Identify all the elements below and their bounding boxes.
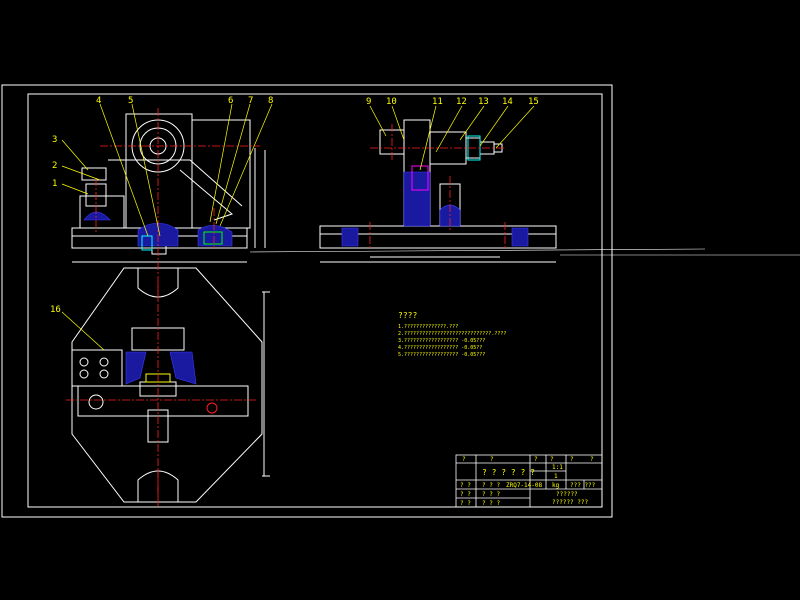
balloon-4: 4 [96, 96, 101, 106]
title-block [455, 454, 603, 508]
balloon-13: 13 [478, 97, 489, 107]
front-view-balloons: 1 2 3 4 5 6 7 8 [52, 96, 273, 189]
balloon-11: 11 [432, 97, 443, 107]
signer-e: ? ? [460, 500, 471, 507]
title-block-cell: ? [534, 456, 538, 463]
side-view-hatch [341, 171, 529, 247]
balloon-1: 1 [52, 179, 57, 189]
tech-note-line: 3.?????????????????? -0.05??? [398, 338, 485, 344]
title-block-text: ? ? ? ? ? ? ? ? ? ? ? ? 1:1 1 ? ? ? ? ? … [460, 456, 596, 507]
scale-value: 1:1 [552, 464, 563, 471]
balloon-12: 12 [456, 97, 467, 107]
school-name: ?????? ??? [552, 499, 589, 506]
tech-note-line: 2.?????????????????????????????.???? [398, 331, 506, 337]
balloon-6: 6 [228, 96, 233, 106]
sheet-info: ??? ??? [570, 482, 596, 489]
front-view-leaders [61, 103, 273, 237]
plan-view-hatch [125, 351, 197, 385]
title-block-cell: ? [590, 456, 594, 463]
balloon-7: 7 [248, 96, 253, 106]
side-view-balloons: 9 10 11 12 13 14 15 [366, 97, 539, 107]
balloon-16: 16 [50, 305, 61, 315]
signer-b: ? ? ? [482, 482, 500, 489]
drawing-name: ? ? ? ? ? ? [482, 468, 535, 477]
quantity-value: 1 [554, 473, 558, 480]
side-view-centerlines [369, 124, 506, 250]
signer-a: ? ? [460, 482, 471, 489]
side-view-leaders [369, 105, 535, 171]
tech-notes: ???? 1.??????????????.??? 2.????????????… [398, 311, 506, 358]
balloon-15: 15 [528, 97, 539, 107]
title-block-cell: ? [462, 456, 466, 463]
signer-c: ? ? [460, 491, 471, 498]
tech-notes-title: ???? [398, 311, 417, 320]
signer-d: ? ? ? [482, 491, 500, 498]
plan-view-leaders [61, 311, 105, 351]
plan-view-centerlines [66, 262, 256, 506]
front-view-colored-parts [141, 231, 223, 251]
sheet-border [1, 84, 613, 518]
title-block-cell: ? [550, 456, 554, 463]
tech-note-line: 1.??????????????.??? [398, 324, 458, 330]
drawing-code: ZRQ7-14-08 [506, 482, 543, 489]
tech-note-line: 5.?????????????????? -0.05??? [398, 352, 485, 358]
extension-lines [249, 248, 800, 256]
balloon-5: 5 [128, 96, 133, 106]
front-view-centerlines [95, 108, 260, 260]
title-block-cell: ? [570, 456, 574, 463]
balloon-3: 3 [52, 135, 57, 145]
title-block-cell: ? [490, 456, 494, 463]
plan-view [71, 267, 270, 503]
balloon-14: 14 [502, 97, 513, 107]
tech-note-line: 4.?????????????????? -0.05?? [398, 345, 482, 351]
balloon-9: 9 [366, 97, 371, 107]
organization: ?????? [556, 491, 578, 498]
signer-f: ? ? ? [482, 500, 500, 507]
balloon-2: 2 [52, 161, 57, 171]
balloon-10: 10 [386, 97, 397, 107]
mass-unit: kg [552, 482, 560, 489]
balloon-8: 8 [268, 96, 273, 106]
